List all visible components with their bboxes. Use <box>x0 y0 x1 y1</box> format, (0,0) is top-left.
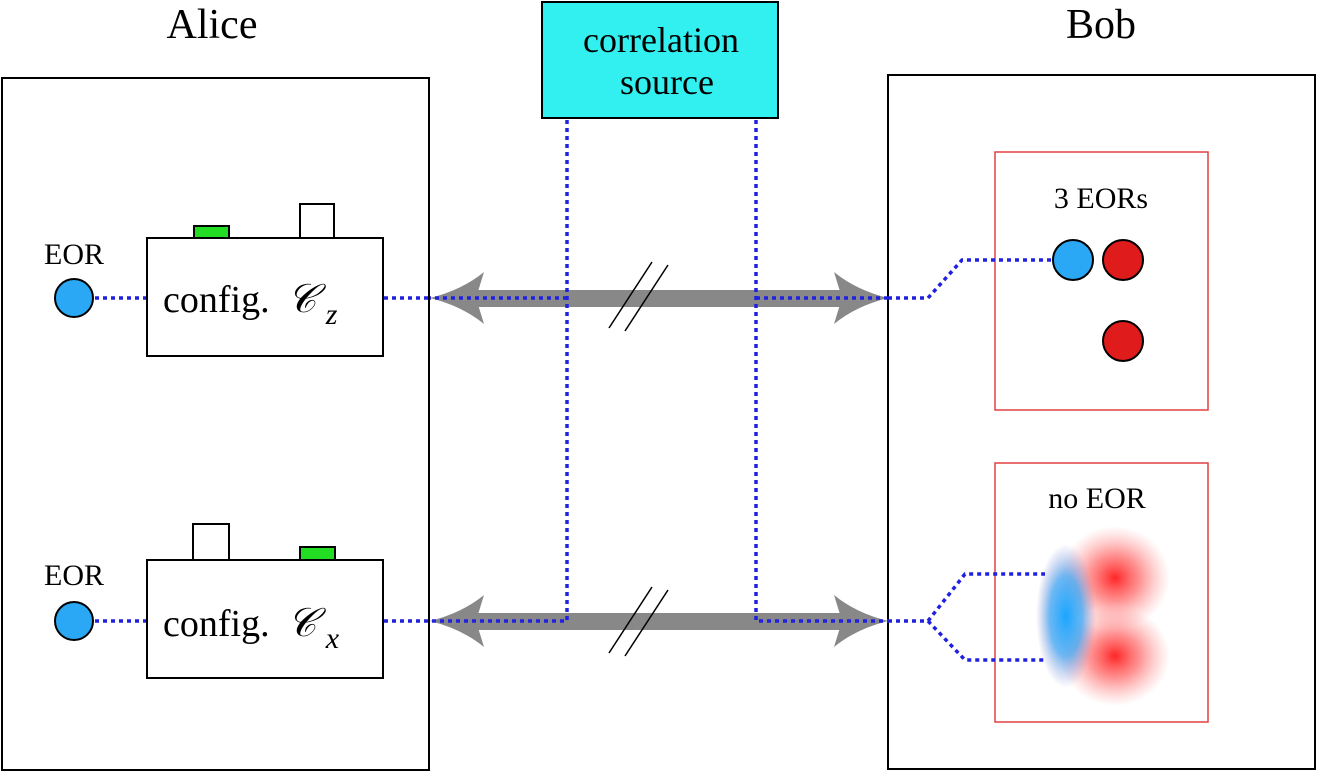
eor-dot-blue <box>1052 239 1094 281</box>
alice-box <box>1 77 430 771</box>
break-mark <box>608 586 653 654</box>
indicator-green <box>299 546 336 561</box>
config-subscript: z <box>325 298 338 331</box>
channel-arrow-bottom <box>430 586 888 657</box>
correlation-source-line1: correlation <box>583 20 739 60</box>
eor-label: EOR <box>44 559 104 592</box>
indicator-white <box>192 523 230 561</box>
bob-top-panel: 3 EORs <box>888 151 1209 411</box>
config-subscript: x <box>325 622 340 655</box>
blurred-eor-blue <box>1036 544 1096 688</box>
channel-arrow-top <box>430 261 888 332</box>
eor-dot-blue <box>54 601 94 641</box>
bob-box <box>887 74 1316 770</box>
alice-title: Alice <box>167 2 258 48</box>
config-symbol: 𝒞 <box>287 600 326 646</box>
svg-text:config. 𝒞 z: config. 𝒞 z <box>163 276 338 331</box>
config-label: config. <box>163 279 270 321</box>
panel-label: 3 EORs <box>1054 182 1148 215</box>
eor-dot-red <box>1102 320 1144 362</box>
svg-text:config. 𝒞 x: config. 𝒞 x <box>163 600 340 655</box>
config-box-x <box>146 559 384 679</box>
correlation-source-line2: source <box>620 62 714 102</box>
config-label: config. <box>163 603 270 645</box>
eor-dot-blue <box>54 278 94 318</box>
bob-title: Bob <box>1066 2 1136 48</box>
bob-link-bottom <box>888 572 1045 623</box>
bob-link-top <box>888 258 1052 300</box>
correlation-lines <box>430 120 888 623</box>
alice-top-row: EOR config. 𝒞 z <box>44 203 430 357</box>
panel-border <box>994 462 1209 723</box>
eor-dot-red <box>1102 239 1144 281</box>
break-mark <box>624 589 669 657</box>
bob-link-bottom <box>926 619 1045 662</box>
eor-label: EOR <box>44 238 104 271</box>
break-mark <box>624 264 669 332</box>
alice-bottom-row: EOR config. 𝒞 x <box>44 523 430 679</box>
indicator-white <box>299 203 335 239</box>
panel-border <box>994 151 1209 411</box>
indicator-green <box>193 225 230 239</box>
bob-bottom-panel: no EOR <box>888 462 1209 723</box>
break-mark <box>608 261 653 329</box>
correlation-source-box <box>541 1 779 119</box>
panel-label: no EOR <box>1048 482 1146 515</box>
config-box-z <box>146 237 384 357</box>
config-symbol: 𝒞 <box>287 276 326 322</box>
